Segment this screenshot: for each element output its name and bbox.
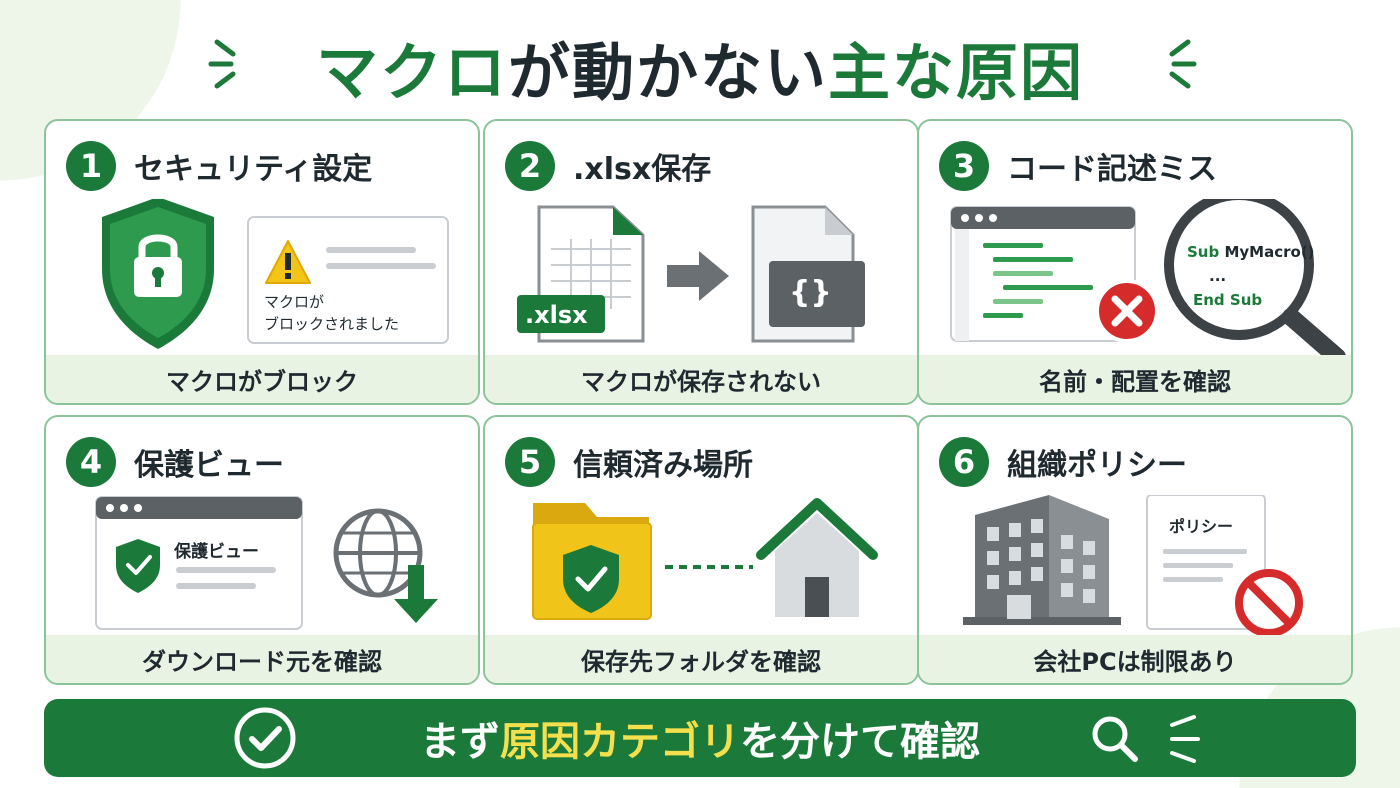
bottom-banner: まず 原因カテゴリ を分けて確認 — [44, 699, 1356, 777]
code-line-2: ... — [1209, 267, 1227, 285]
house-icon — [756, 498, 878, 617]
card-illustration — [102, 199, 449, 349]
card-number: 5 — [505, 437, 555, 487]
card-title: .xlsx保存 — [573, 152, 712, 187]
banner-text-post: を分けて確認 — [740, 719, 980, 765]
card-header: 2 .xlsx保存 — [505, 139, 711, 193]
card-illustration — [950, 199, 1346, 359]
card-caption: 保存先フォルダを確認 — [485, 635, 917, 683]
code-line-1: Sub MyMacro() — [1187, 243, 1315, 261]
check-circle-icon — [234, 707, 296, 769]
banner-text-highlight: 原因カテゴリ — [500, 719, 740, 765]
card-org-policy: 6 組織ポリシー ポリシー — [917, 415, 1353, 685]
card-title: 保護ビュー — [134, 448, 284, 483]
code-window-icon — [950, 206, 1136, 342]
policy-doc-label: ポリシー — [1169, 517, 1234, 536]
card-code-error: 3 コード記述ミス Sub MyMacro() ... End Sub 名前・ — [917, 119, 1353, 405]
card-number: 2 — [505, 141, 555, 191]
sparkle-icon — [1170, 715, 1200, 763]
building-icon — [963, 495, 1121, 625]
card-title: コード記述ミス — [1007, 152, 1217, 187]
card-number: 3 — [939, 141, 989, 191]
card-number: 1 — [66, 141, 116, 191]
card-header: 4 保護ビュー — [66, 435, 284, 489]
code-macro-name: MyMacro() — [1224, 243, 1315, 261]
card-security-settings: 1 セキュリティ設定 マクロが ブロックされました マクロがブロック — [44, 119, 480, 405]
card-header: 3 コード記述ミス — [939, 139, 1217, 193]
policy-document — [1146, 495, 1266, 630]
card-header: 1 セキュリティ設定 — [66, 139, 372, 193]
card-title: 信頼済み場所 — [573, 448, 753, 483]
card-caption: ダウンロード元を確認 — [46, 635, 478, 683]
card-title: 組織ポリシー — [1007, 448, 1187, 483]
card-caption: 会社PCは制限あり — [919, 635, 1351, 683]
error-x-icon — [1095, 279, 1159, 343]
card-header: 5 信頼済み場所 — [505, 435, 753, 489]
card-title: セキュリティ設定 — [134, 152, 373, 187]
arrow-right-icon — [667, 251, 729, 301]
card-caption: マクロが保存されない — [485, 355, 917, 403]
warning-icon — [265, 240, 311, 284]
card-illustration — [532, 498, 878, 620]
card-protected-view: 4 保護ビュー 保護ビュー ダウンロード元を確認 — [44, 415, 480, 685]
code-line-3: End Sub — [1193, 291, 1263, 309]
title-part-causes: 主な原因 — [828, 36, 1085, 109]
burst-right-icon — [1169, 39, 1197, 89]
code-file-icon — [751, 205, 865, 343]
file-extension-label: .xlsx — [525, 301, 588, 329]
card-number: 4 — [66, 437, 116, 487]
warning-line-2: ブロックされました — [264, 315, 400, 333]
card-illustration — [517, 205, 865, 343]
title-part-macro: マクロ — [315, 36, 508, 109]
folder-shield-icon — [532, 503, 652, 620]
code-glyph: {} — [789, 275, 832, 310]
window-label: 保護ビュー — [174, 542, 259, 562]
card-xlsx-save: 2 .xlsx保存 .xlsx {} マクロが保存されない — [483, 119, 919, 405]
browser-window-icon — [95, 496, 303, 630]
no-entry-icon — [1235, 569, 1303, 637]
magnifier-icon — [1164, 199, 1346, 359]
card-illustration — [95, 496, 438, 630]
banner-text-pre: まず — [420, 719, 500, 765]
card-caption: 名前・配置を確認 — [919, 355, 1351, 403]
shield-lock-icon — [102, 199, 214, 349]
globe-download-icon — [333, 508, 438, 623]
burst-left-icon — [208, 39, 236, 89]
card-caption: マクロがブロック — [46, 355, 478, 403]
warning-line-1: マクロが — [264, 293, 325, 311]
card-number: 6 — [939, 437, 989, 487]
page-title: マクロ が動かない 主な原因 — [0, 22, 1400, 112]
search-icon — [1092, 716, 1138, 762]
code-keyword: Sub — [1187, 243, 1220, 261]
card-trusted-location: 5 信頼済み場所 保存先フォルダを確認 — [483, 415, 919, 685]
card-illustration — [963, 495, 1303, 637]
spreadsheet-icon — [517, 205, 645, 343]
warning-message: マクロが ブロックされました — [264, 291, 399, 335]
card-header: 6 組織ポリシー — [939, 435, 1187, 489]
title-part-not-working: が動かない — [507, 36, 828, 109]
